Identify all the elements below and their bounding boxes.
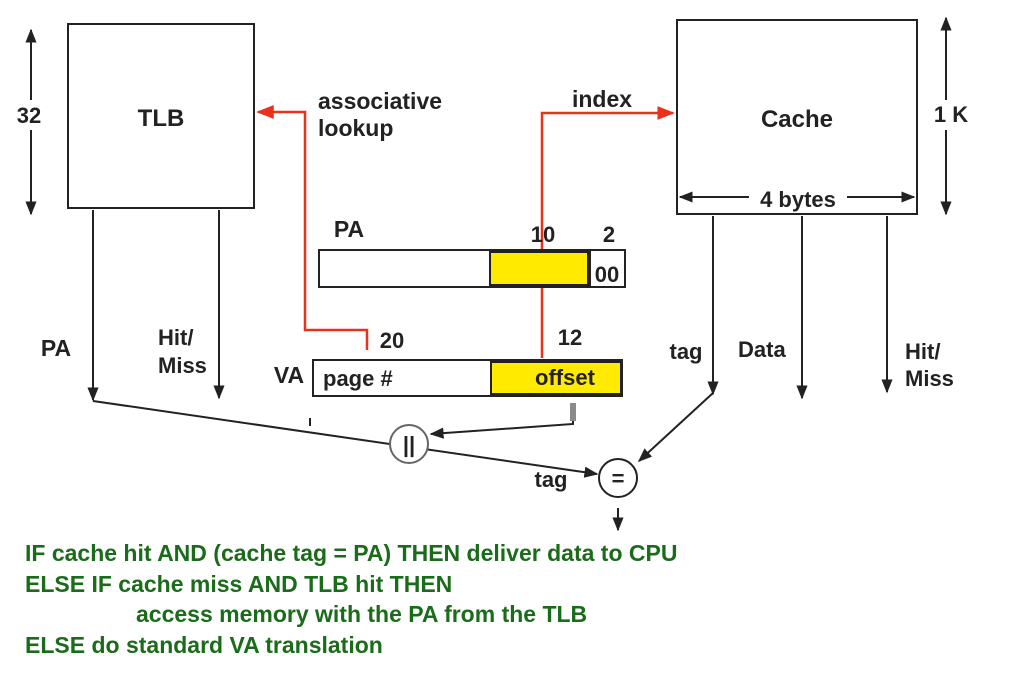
tlb-box xyxy=(67,23,255,209)
pa-to-compare-line xyxy=(92,400,599,478)
pseudocode-line-1: IF cache hit AND (cache tag = PA) THEN d… xyxy=(25,540,678,566)
va-page-field: page # xyxy=(323,366,393,391)
pseudocode-line-2: ELSE IF cache miss AND TLB hit THEN xyxy=(25,570,453,597)
pa-bits-offset: 2 xyxy=(603,222,615,247)
pa-bits-index: 10 xyxy=(531,222,555,247)
compare-tag-label: tag xyxy=(535,467,568,492)
pseudocode-line-4: ELSE do standard VA translation xyxy=(25,631,383,658)
va-bits-offset: 12 xyxy=(558,325,582,350)
offset-to-concat-arrow xyxy=(429,404,574,439)
concat-symbol: || xyxy=(403,432,415,457)
associative-lookup-arrow xyxy=(256,105,369,350)
va-bits-page: 20 xyxy=(380,328,404,353)
va-register-label: VA xyxy=(274,362,304,388)
associative-label: associative xyxy=(318,88,442,114)
pa-index-field xyxy=(489,251,589,286)
tlb-miss-label: Miss xyxy=(158,353,207,378)
pa-offset-value: 00 xyxy=(595,262,619,287)
pseudocode-line-3: access memory with the PA from the TLB xyxy=(136,601,588,627)
va-offset-field xyxy=(490,361,622,395)
index-arrow xyxy=(540,106,675,253)
pseudocode-block: IF cache hit AND (cache tag = PA) THEN d… xyxy=(25,538,677,660)
cache-title: Cache xyxy=(761,106,833,133)
cache-width-label: 4 bytes xyxy=(760,187,836,212)
equal-symbol: = xyxy=(612,466,625,491)
cache-hit-label: Hit/ xyxy=(905,339,940,364)
tlb-size-label: 32 xyxy=(17,103,41,128)
cache-tag-to-compare-arrow xyxy=(637,392,714,462)
tag-compare-operator xyxy=(598,458,638,498)
cache-size-label: 1 K xyxy=(934,102,968,127)
lookup-label: lookup xyxy=(318,115,393,141)
cache-box xyxy=(676,19,918,215)
cache-data-label: Data xyxy=(738,337,786,362)
index-label: index xyxy=(572,86,632,112)
cache-tag-label: tag xyxy=(670,339,703,364)
cache-miss-label: Miss xyxy=(905,366,954,391)
tlb-title: TLB xyxy=(138,105,185,132)
tlb-pa-label: PA xyxy=(41,335,71,361)
va-offset-field-label: offset xyxy=(535,365,596,390)
concat-operator xyxy=(389,424,429,464)
tlb-hit-label: Hit/ xyxy=(158,325,193,350)
pa-register-label: PA xyxy=(334,216,364,242)
